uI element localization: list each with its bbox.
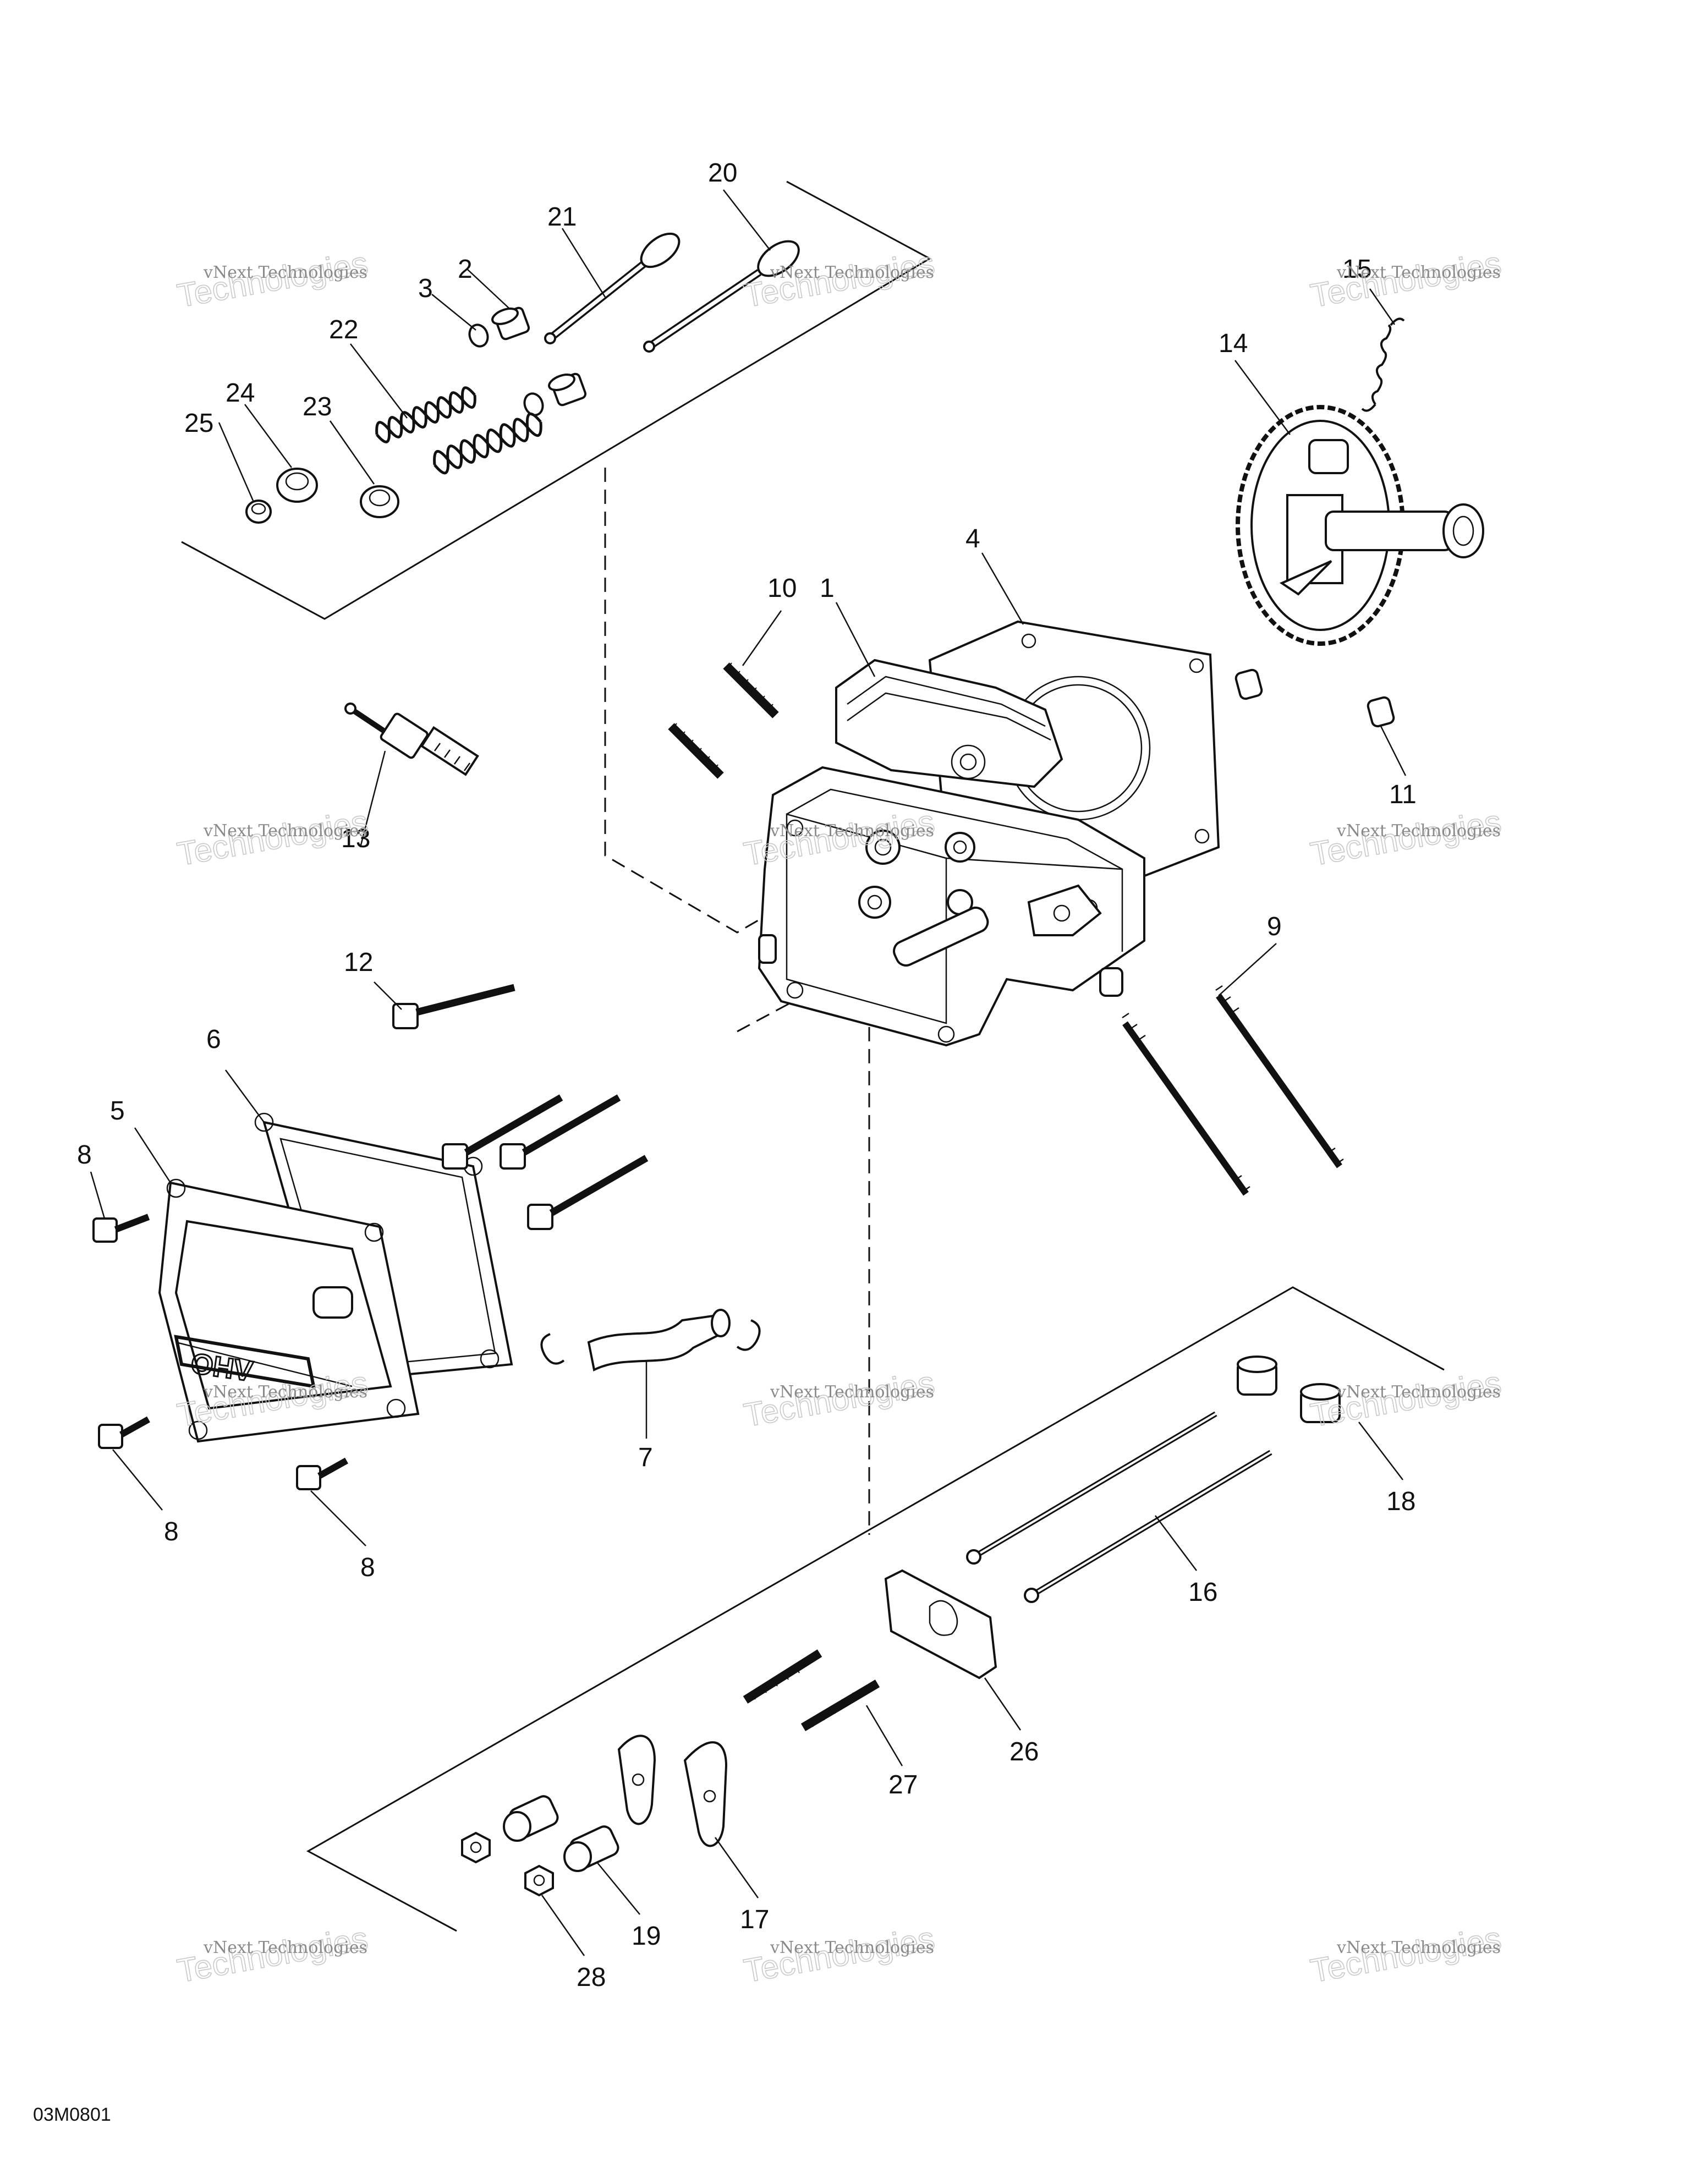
svg-text:vNext Technologies: vNext Technologies: [770, 821, 934, 841]
cylinder-head: [758, 620, 1220, 1047]
callout-labels: 1 2 3 4 5 6 7 8 8 8 9 10 11 12 13 14 15 …: [77, 158, 1417, 1992]
callout-24: 24: [226, 378, 255, 408]
callout-28: 28: [577, 1963, 606, 1992]
svg-text:vNext Technologies: vNext Technologies: [1336, 821, 1501, 841]
spring-retainer: [276, 468, 318, 503]
svg-text:vNext Technologies: vNext Technologies: [1336, 1382, 1501, 1402]
callout-16: 16: [1188, 1578, 1217, 1607]
watermark: Technologies vNext Technologies: [1307, 1919, 1504, 1990]
pushrods: [966, 1411, 1272, 1603]
watermark: Technologies vNext Technologies: [740, 1364, 937, 1434]
intake-valve: [544, 232, 681, 344]
svg-text:vNext Technologies: vNext Technologies: [770, 1938, 934, 1957]
watermark: Technologies vNext Technologies: [174, 803, 371, 873]
breather-hose: [540, 1309, 761, 1371]
callout-6: 6: [206, 1025, 221, 1054]
callout-8-bottom: 8: [360, 1553, 375, 1582]
callout-12: 12: [344, 948, 373, 977]
svg-text:vNext Technologies: vNext Technologies: [1336, 1938, 1501, 1957]
camshaft-gear: [1236, 405, 1484, 646]
callout-7: 7: [638, 1443, 653, 1472]
callout-14: 14: [1219, 329, 1248, 358]
valve-seals: [491, 306, 587, 407]
callout-4: 4: [965, 524, 980, 553]
svg-text:vNext Technologies: vNext Technologies: [770, 263, 934, 282]
callout-20: 20: [708, 158, 737, 188]
callout-15: 15: [1342, 255, 1371, 284]
rocker-studs: [743, 1649, 880, 1731]
valve-cotter: [245, 500, 272, 524]
callout-5: 5: [110, 1096, 125, 1126]
cam-spring: [1361, 317, 1405, 412]
head-bolts: [392, 984, 649, 1230]
callout-22: 22: [329, 315, 358, 344]
rocker-nuts: [461, 1831, 554, 1897]
callout-3: 3: [418, 274, 433, 303]
callout-21: 21: [547, 202, 577, 232]
svg-text:vNext Technologies: vNext Technologies: [203, 821, 367, 841]
valve-cover: [158, 1178, 420, 1443]
callout-9: 9: [1267, 912, 1282, 941]
callout-23: 23: [303, 392, 332, 421]
svg-text:vNext Technologies: vNext Technologies: [203, 263, 367, 282]
exhaust-valve: [643, 240, 800, 353]
callout-17: 17: [740, 1905, 769, 1934]
rocker-parts-plane: [306, 1286, 1445, 1932]
watermark: Technologies vNext Technologies: [1307, 244, 1504, 315]
long-studs: [1122, 985, 1344, 1196]
spring-seat: [360, 485, 399, 518]
rocker-arms: [617, 1735, 728, 1847]
callout-8-left: 8: [164, 1517, 179, 1546]
leader-lines: [90, 189, 1407, 1956]
svg-text:vNext Technologies: vNext Technologies: [203, 1382, 367, 1402]
callout-11: 11: [1389, 780, 1417, 809]
diagram-code: 03M0801: [33, 2104, 111, 2125]
callout-25: 25: [184, 409, 213, 438]
callout-8-top: 8: [77, 1140, 92, 1170]
watermark: Technologies vNext Technologies: [1307, 1364, 1504, 1434]
callout-13: 13: [341, 824, 370, 853]
callout-10: 10: [767, 574, 797, 603]
watermark: Technologies vNext Technologies: [174, 1919, 371, 1990]
spark-plug: [344, 703, 479, 776]
rocker-pivots: [503, 1795, 619, 1872]
callout-19: 19: [632, 1922, 661, 1951]
callout-26: 26: [1009, 1737, 1039, 1766]
retainer-rings: [468, 323, 544, 416]
watermark: Technologies vNext Technologies: [174, 244, 371, 315]
callout-2: 2: [458, 255, 473, 284]
watermark: Technologies vNext Technologies: [740, 1919, 937, 1990]
callout-27: 27: [888, 1770, 918, 1799]
valve-parts-plane: [181, 180, 932, 620]
watermark: Technologies vNext Technologies: [1307, 803, 1504, 873]
head-studs: [668, 662, 779, 779]
cover-bolts: [92, 1214, 348, 1490]
callout-1: 1: [820, 574, 835, 603]
svg-text:vNext Technologies: vNext Technologies: [203, 1938, 367, 1957]
valve-springs: [375, 386, 542, 475]
svg-text:vNext Technologies: vNext Technologies: [1336, 263, 1501, 282]
svg-text:vNext Technologies: vNext Technologies: [770, 1382, 934, 1402]
callout-18: 18: [1386, 1487, 1415, 1516]
dowel-pins: [1234, 668, 1395, 728]
pushrod-guide-plate: [884, 1569, 997, 1680]
tappets: [1237, 1356, 1341, 1423]
